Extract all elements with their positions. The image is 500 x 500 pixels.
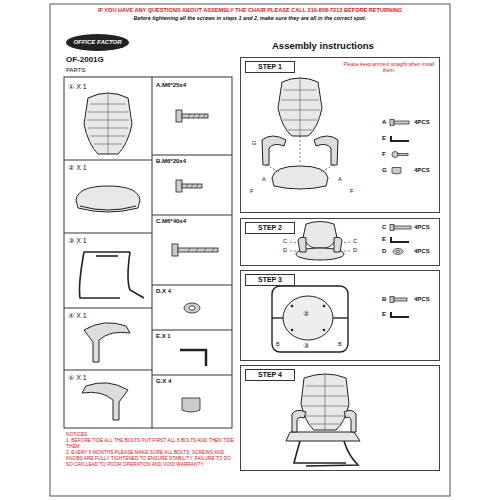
legend-count: 4PCS <box>414 248 430 255</box>
step-title: STEP 3 <box>245 274 295 286</box>
step-note: Please keep armrest straight when instal… <box>341 61 437 73</box>
legend-letter: C <box>382 224 386 231</box>
hardware-label: E.X 1 <box>156 333 171 340</box>
legend-letter: B <box>382 296 386 303</box>
notice-text: 1. BEFORE TIDE ALL THE BOLTS PUT FIRST A… <box>66 438 236 450</box>
legend-letter: F <box>382 151 386 158</box>
part-count: ④ X 1 <box>68 312 87 320</box>
hardware-label: A.M6*25x4 <box>156 82 186 89</box>
legend-count: 4PCS <box>414 119 430 126</box>
logo-text: OFFICE FACTOR <box>73 39 121 46</box>
step-title: STEP 1 <box>245 61 295 73</box>
part-count: ③ X 1 <box>68 237 87 245</box>
step-title: STEP 2 <box>245 222 295 234</box>
callout-letter: C <box>283 238 287 244</box>
legend-count: 4PCS <box>414 167 430 174</box>
step-panel: STEP 1 Please keep armrest straight when … <box>240 57 440 213</box>
model-number: OF-2001G <box>66 55 104 64</box>
step-panel: STEP 3 <box>240 270 440 361</box>
legend-letter: A <box>382 119 386 126</box>
callout-letter: B <box>276 341 280 347</box>
notice-title: NOTICES: <box>66 432 236 438</box>
step-panel: STEP 4 <box>240 365 440 471</box>
hardware-label: C.M6*40x4 <box>156 218 186 225</box>
legend-count: 4PCS <box>414 296 430 303</box>
hardware-label: B.M6*20x4 <box>156 158 186 165</box>
header-note: Before tightening all the screws in step… <box>50 15 450 21</box>
callout-letter: A <box>338 176 342 182</box>
legend-letter: E <box>382 236 386 243</box>
notice-text: 2. EVERY 6 MONTHS,PLEASE MAKE SURE ALL B… <box>66 450 236 467</box>
legend-count: 4PCS <box>414 224 430 231</box>
callout-letter: C <box>353 238 357 244</box>
part-count: ① X 1 <box>68 83 87 91</box>
legend-letter: E <box>382 311 386 318</box>
part-count: ② X 1 <box>68 164 87 172</box>
legend-letter: D <box>382 248 386 255</box>
legend-letter: E <box>382 135 386 142</box>
legend-letter: G <box>382 167 387 174</box>
part-count: ⑤ X 1 <box>68 374 87 382</box>
callout-letter: D <box>283 247 287 253</box>
header-warning: IF YOU HAVE ANY QUESTIONS ABOUT ASSEMBLY… <box>50 7 450 13</box>
callout-letter: A <box>262 176 266 182</box>
step-title: STEP 4 <box>245 369 295 381</box>
hardware-label: G.X 4 <box>156 378 171 385</box>
callout-number: ② <box>303 310 309 318</box>
callout-letter: D <box>353 247 357 253</box>
hardware-label: D.X 4 <box>156 288 171 295</box>
callout-letter: B <box>338 341 342 347</box>
logo-oval: OFFICE FACTOR <box>66 34 129 51</box>
callout-letter: G <box>252 140 256 146</box>
step-panel: STEP 2 <box>240 218 440 266</box>
callout-letter: F <box>350 188 353 194</box>
callout-letter: F <box>250 188 253 194</box>
section-title: PARTS <box>66 67 85 74</box>
section-title: Assembly instructions <box>272 41 374 52</box>
callout-number: ③ <box>303 342 309 350</box>
